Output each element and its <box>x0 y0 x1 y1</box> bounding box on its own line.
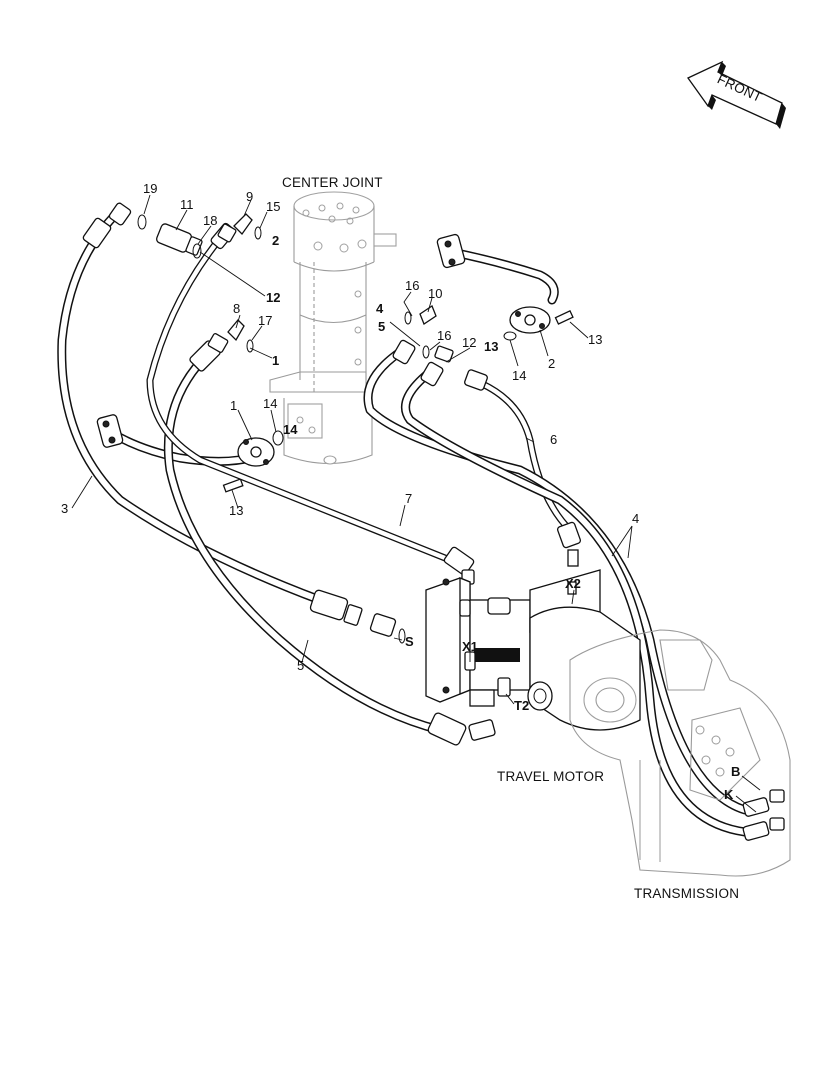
hoses-4 <box>363 339 770 841</box>
callout-14a: 14 <box>512 368 526 383</box>
callout-15: 15 <box>266 199 280 214</box>
callout-14c: 14 <box>283 422 298 437</box>
callout-S: S <box>405 634 414 649</box>
callout-K: K <box>724 787 734 802</box>
callout-4a: 4 <box>376 301 384 316</box>
callout-9: 9 <box>246 189 253 204</box>
hose-3-fitting <box>309 589 406 644</box>
flange-pipe-lower <box>96 414 284 493</box>
callout-B: B <box>731 764 740 779</box>
callout-18: 18 <box>203 213 217 228</box>
callout-1b: 1 <box>230 398 237 413</box>
callout-16a: 16 <box>405 278 419 293</box>
transmission-label: TRANSMISSION <box>634 886 739 901</box>
travel-motor-label: TRAVEL MOTOR <box>497 769 604 784</box>
callout-10: 10 <box>428 286 442 301</box>
callout-12b: 12 <box>462 335 476 350</box>
flange-pipe-upper <box>436 233 574 341</box>
callout-13b: 13 <box>588 332 602 347</box>
transmission <box>569 629 791 877</box>
top-fittings <box>137 213 454 363</box>
callout-2b: 2 <box>548 356 555 371</box>
callout-17: 17 <box>258 313 272 328</box>
callout-14b: 14 <box>263 396 277 411</box>
callout-13c: 13 <box>229 503 243 518</box>
callout-5b: 5 <box>297 658 304 673</box>
callout-T2: T2 <box>514 698 529 713</box>
callout-2a: 2 <box>272 233 279 248</box>
callout-3: 3 <box>61 501 68 516</box>
hose-7 <box>146 222 475 585</box>
callout-4b: 4 <box>632 511 639 526</box>
callout-5a: 5 <box>378 319 385 334</box>
callout-16b: 16 <box>437 328 451 343</box>
center-joint-label: CENTER JOINT <box>282 175 383 190</box>
callout-X2: X2 <box>565 576 581 591</box>
travel-motor <box>425 569 641 731</box>
callout-7: 7 <box>405 491 412 506</box>
callout-19: 19 <box>143 181 157 196</box>
callout-11: 11 <box>180 197 194 212</box>
front-arrow-icon <box>687 60 786 129</box>
callout-6: 6 <box>550 432 557 447</box>
callout-13a: 13 <box>484 339 498 354</box>
hose-3 <box>57 202 325 605</box>
callout-8: 8 <box>233 301 240 316</box>
callout-X1: X1 <box>462 639 478 654</box>
callout-1a: 1 <box>272 353 279 368</box>
leader-lines <box>71 194 761 813</box>
center-joint <box>269 191 397 465</box>
callout-12a: 12 <box>266 290 280 305</box>
